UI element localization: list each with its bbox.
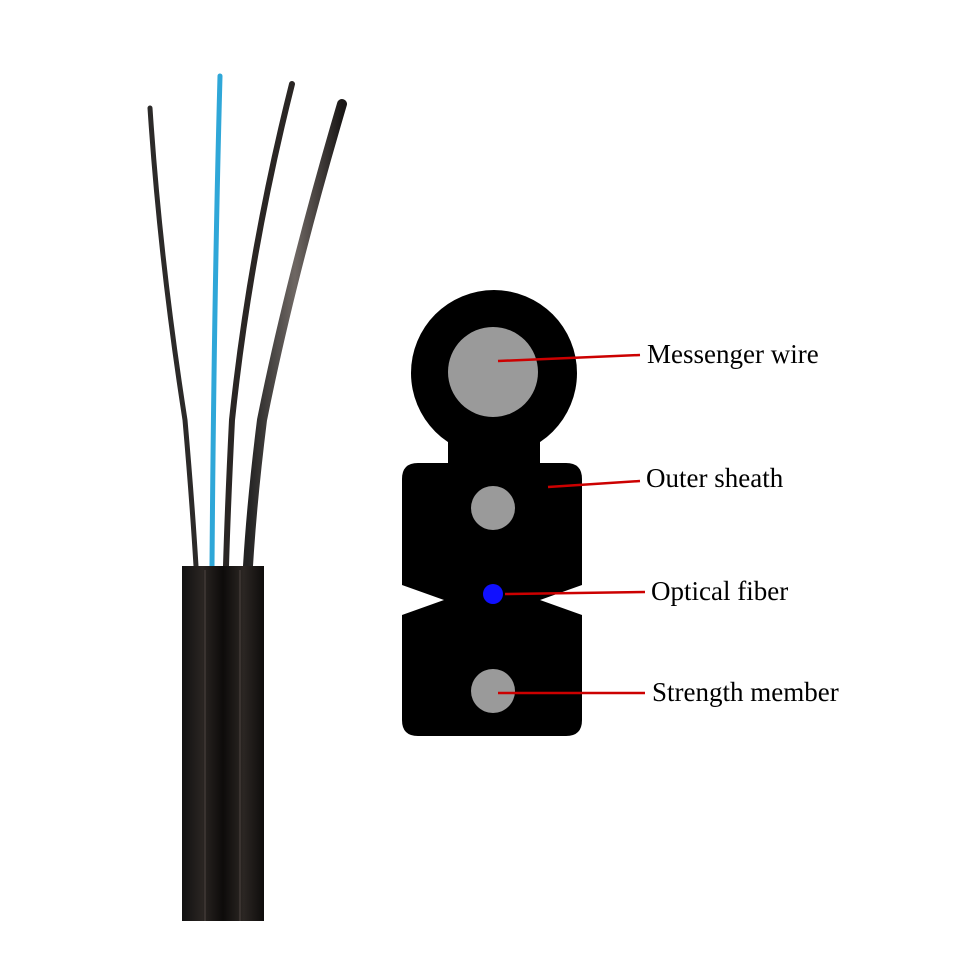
leader-fiber <box>504 590 646 596</box>
cross-section <box>402 290 582 736</box>
label-outer-sheath: Outer sheath <box>646 463 784 493</box>
strength-member-core <box>471 669 515 713</box>
messenger-steel-wire <box>243 99 347 571</box>
leader-messenger <box>497 353 641 363</box>
leader-lines <box>497 353 646 695</box>
label-optical-fiber: Optical fiber <box>651 576 789 606</box>
cable-photo <box>147 73 347 921</box>
messenger-wire-core <box>448 327 538 417</box>
middle-steel-wire <box>223 81 295 569</box>
left-steel-wire <box>147 105 199 569</box>
leader-sheath <box>547 479 641 489</box>
blue-optical-fiber <box>209 73 223 569</box>
label-strength-member: Strength member <box>652 677 839 707</box>
cable-jacket <box>182 566 264 921</box>
label-messenger-wire: Messenger wire <box>647 339 819 369</box>
upper-strength-member <box>471 486 515 530</box>
optical-fiber-core <box>483 584 503 604</box>
